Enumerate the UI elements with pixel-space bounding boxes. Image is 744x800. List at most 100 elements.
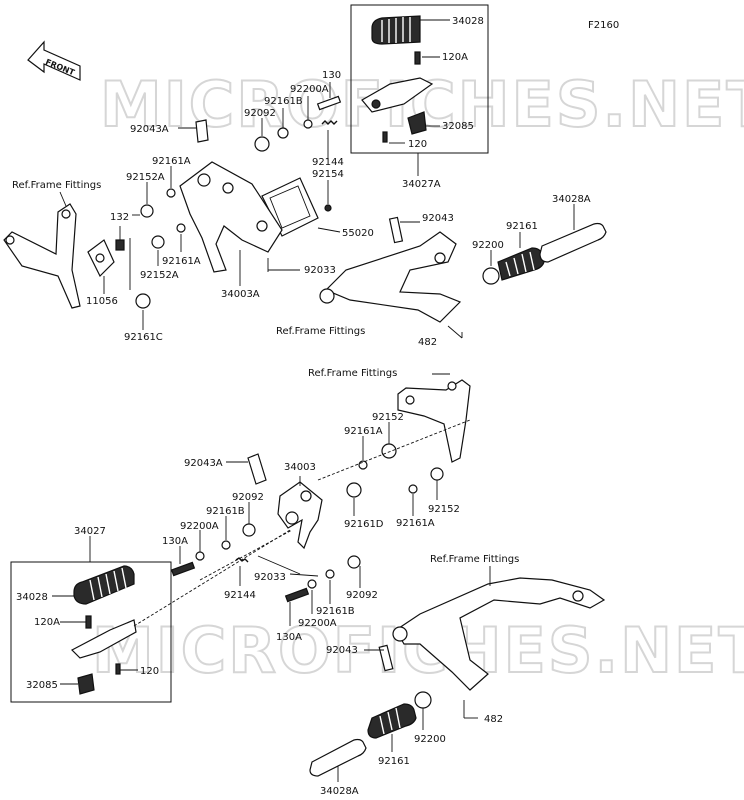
bolt-130-top	[316, 95, 342, 111]
washer-92161b-b2	[325, 569, 335, 579]
label-92200-top: 92200	[472, 240, 504, 251]
assembly-box-34027	[10, 561, 172, 703]
label-92144-b: 92144	[224, 590, 256, 601]
label-92161c: 92161C	[124, 332, 163, 343]
label-92043-b: 92043	[326, 645, 358, 656]
bracket-34003a	[179, 161, 283, 273]
label-92161a-top2: 92161A	[162, 256, 201, 267]
label-130a-b1: 130A	[162, 536, 188, 547]
pin-92043-top	[388, 216, 404, 244]
washer-92200a-b2	[307, 579, 317, 589]
pin-92043a-b	[247, 453, 267, 485]
spring-92144-b	[235, 557, 249, 563]
damper-32085-top	[407, 111, 427, 135]
bolt-120-top	[382, 131, 388, 143]
washer-92161a-b1	[358, 460, 368, 470]
frame-bracket-right	[397, 379, 471, 463]
washer-92161b-b1	[221, 540, 231, 550]
ref-frame-fittings-2: Ref.Frame Fittings	[276, 326, 365, 337]
footrest-arm-b	[395, 577, 606, 691]
label-92161b-b1: 92161B	[206, 506, 245, 517]
washer-92161a-top2	[176, 223, 186, 233]
bolt-120a-top	[414, 51, 421, 65]
label-92043a-b: 92043A	[184, 458, 223, 469]
label-92152a-top1: 92152A	[126, 172, 165, 183]
footpeg-bracket-b	[70, 619, 137, 659]
bracket-34003	[277, 481, 323, 550]
bolt-120-b	[115, 663, 121, 675]
label-130a-b2: 130A	[276, 632, 302, 643]
label-92092-b2: 92092	[346, 590, 378, 601]
label-92033-top: 92033	[304, 265, 336, 276]
label-130-top: 130	[322, 70, 341, 81]
pin-92043a-top	[195, 119, 209, 143]
damper-32085-b	[77, 673, 95, 695]
ref-frame-fittings-4: Ref.Frame Fittings	[430, 554, 519, 565]
collar-92152-b1	[381, 443, 397, 459]
collar-92092-b2	[347, 555, 361, 569]
washer-92200a-b1	[195, 551, 205, 561]
bolt-132	[115, 239, 125, 251]
footrest-arm-top-right	[324, 231, 462, 323]
label-92161d: 92161D	[344, 519, 384, 530]
footpeg-rubber-top	[371, 15, 421, 45]
label-34028a-top: 34028A	[552, 194, 591, 205]
label-92152-b1: 92152	[372, 412, 404, 423]
front-arrow-icon: FRONT	[27, 40, 81, 81]
label-32085-top: 32085	[442, 121, 474, 132]
bolt-120a-b	[85, 615, 92, 629]
label-34028-b: 34028	[16, 592, 48, 603]
label-92152-b2: 92152	[428, 504, 460, 515]
label-120-b: 120	[140, 666, 159, 677]
label-34027a: 34027A	[402, 179, 441, 190]
label-120a-top: 120A	[442, 52, 468, 63]
ref-frame-fittings-1: Ref.Frame Fittings	[12, 180, 101, 191]
peg-rubber-92161-b	[367, 703, 417, 739]
frame-bracket-left	[3, 203, 81, 309]
collar-92152-b2	[430, 467, 444, 481]
collar-92152a-top2	[151, 235, 165, 249]
label-34028a-b: 34028A	[320, 786, 359, 797]
collar-92092-top	[254, 136, 270, 152]
spring-92144-top	[321, 120, 338, 125]
label-92152a-top2: 92152A	[140, 270, 179, 281]
label-92033-b: 92033	[254, 572, 286, 583]
label-92161b-top: 92161B	[264, 96, 303, 107]
collar-92161d	[346, 482, 362, 498]
peg-34028a-b	[309, 738, 367, 777]
label-92161a-b2: 92161A	[396, 518, 435, 529]
label-482-b: 482	[484, 714, 503, 725]
collar-92161c	[135, 293, 151, 309]
label-11056: 11056	[86, 296, 118, 307]
assembly-box-34027a	[350, 4, 489, 154]
label-120a-b: 120A	[34, 617, 60, 628]
peg-34028a-top	[539, 222, 607, 263]
label-92161a-b1: 92161A	[344, 426, 383, 437]
footpeg-rubber-b	[73, 565, 135, 605]
label-34003a: 34003A	[221, 289, 260, 300]
bolt-130a-b2	[284, 587, 310, 603]
collar-92152a-top1	[140, 204, 154, 218]
washer-92161a-b2	[408, 484, 418, 494]
label-92200a-top: 92200A	[290, 84, 329, 95]
label-34028-top: 34028	[452, 16, 484, 27]
label-92200a-b2: 92200A	[298, 618, 337, 629]
label-132: 132	[110, 212, 129, 223]
label-92154: 92154	[312, 169, 344, 180]
bolt-92154	[324, 204, 332, 212]
washer-92161b-top	[277, 127, 289, 139]
label-482-top: 482	[418, 337, 437, 348]
label-92043-top: 92043	[422, 213, 454, 224]
washer-92200a-top	[303, 119, 313, 129]
washer-92200-b	[414, 691, 432, 709]
label-32085-b: 32085	[26, 680, 58, 691]
collar-92092-b1	[242, 523, 256, 537]
pin-92043-b	[378, 644, 394, 672]
washer-92200-top	[482, 267, 500, 285]
bolt-130a-b1	[170, 561, 196, 577]
label-55020: 55020	[342, 228, 374, 239]
peg-rubber-92161-top	[497, 247, 545, 281]
label-92200-b: 92200	[414, 734, 446, 745]
label-92161-b: 92161	[378, 756, 410, 767]
